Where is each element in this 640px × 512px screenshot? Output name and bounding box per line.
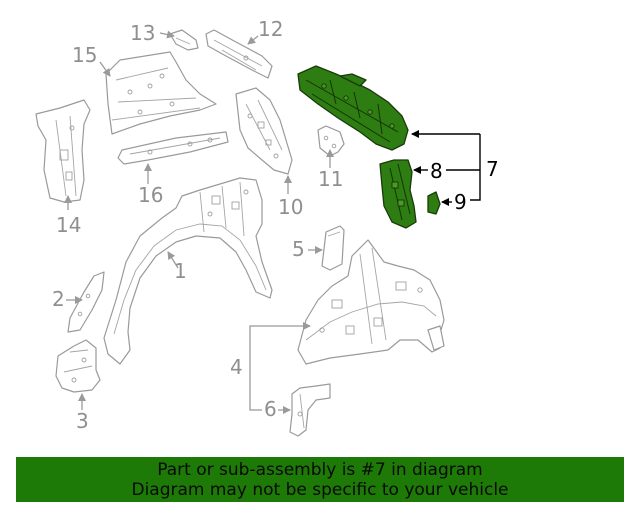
callout-11: 11 <box>318 167 343 191</box>
part-13 <box>169 29 199 51</box>
callout-14: 14 <box>56 213 81 237</box>
part-7-highlighted <box>297 65 409 151</box>
part-12 <box>205 29 273 79</box>
callout-9: 9 <box>454 190 467 214</box>
part-14 <box>35 99 91 203</box>
part-4 <box>297 239 445 365</box>
part-11 <box>317 125 345 157</box>
part-2 <box>67 271 105 333</box>
part-3 <box>55 339 101 393</box>
callout-10: 10 <box>278 195 303 219</box>
part-16 <box>117 131 229 165</box>
callout-4: 4 <box>230 355 243 379</box>
callout-1: 1 <box>174 259 187 283</box>
callout-6: 6 <box>264 397 277 421</box>
callout-2: 2 <box>52 287 65 311</box>
banner-line-1: Part or sub-assembly is #7 in diagram <box>157 460 483 480</box>
part-5 <box>321 225 345 271</box>
banner-line-2: Diagram may not be specific to your vehi… <box>131 480 509 500</box>
callout-12: 12 <box>258 17 283 41</box>
part-15 <box>105 51 217 135</box>
callout-13: 13 <box>130 21 155 45</box>
callout-8: 8 <box>430 159 443 183</box>
part-1 <box>103 177 273 365</box>
callout-numbers: 13 12 15 16 10 11 14 1 2 3 5 4 6 7 8 9 <box>52 17 499 433</box>
callout-5: 5 <box>292 237 305 261</box>
leader-lines-highlighted <box>411 130 481 206</box>
callout-15: 15 <box>72 43 97 67</box>
part-8-highlighted <box>379 159 417 229</box>
part-6 <box>289 383 331 437</box>
callout-3: 3 <box>76 409 89 433</box>
leader-lines <box>64 30 334 414</box>
callout-7: 7 <box>486 157 499 181</box>
callout-16: 16 <box>138 183 163 207</box>
info-banner: Part or sub-assembly is #7 in diagram Di… <box>16 457 624 502</box>
part-9-highlighted <box>427 191 441 215</box>
parts-diagram: 13 12 15 16 10 11 14 1 2 3 5 4 6 7 8 9 <box>35 17 499 437</box>
part-10 <box>235 87 293 175</box>
